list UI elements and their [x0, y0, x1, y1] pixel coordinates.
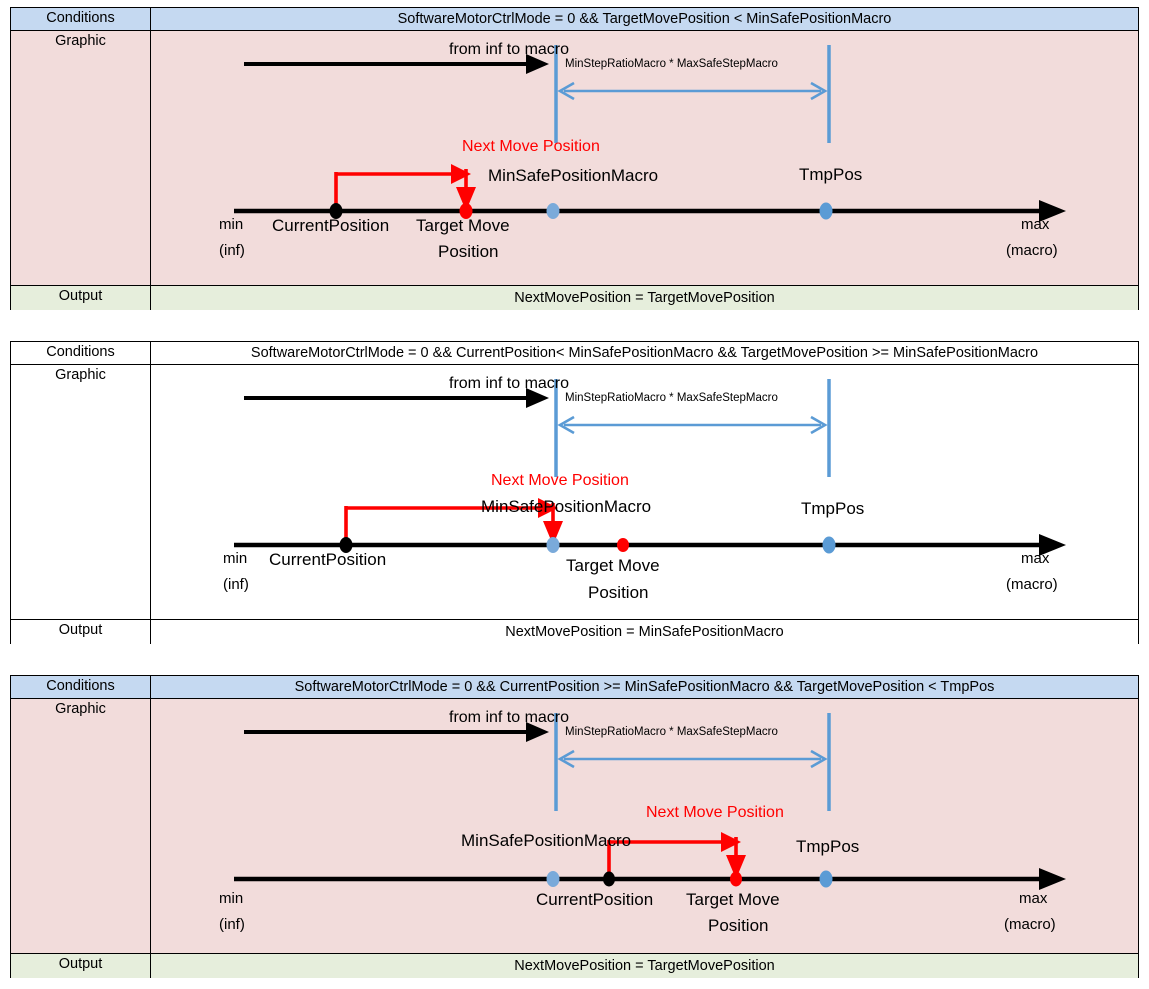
tmp-pos-label: TmpPos: [801, 499, 865, 518]
panel-3-conditions-label: Conditions: [11, 676, 151, 698]
panel-2-graphic-canvas: from inf to macro MinStepRatioMacro * Ma…: [151, 365, 1138, 619]
panel-2-conditions-row: Conditions SoftwareMotorCtrlMode = 0 && …: [11, 342, 1138, 365]
target-move-label-l2: Position: [708, 916, 769, 935]
panel-1-graphic-label: Graphic: [11, 31, 151, 285]
axis-max-label: max: [1021, 550, 1050, 567]
panel-2-graphic-svg: [234, 379, 1066, 556]
panel-3-graphic-row: Graphic: [11, 699, 1138, 954]
panel-3-graphic-svg: [234, 713, 1066, 890]
step-range-label: MinStepRatioMacro * MaxSafeStepMacro: [565, 392, 778, 404]
min-safe-position-macro-label: MinSafePositionMacro: [461, 831, 632, 850]
panel-2-condition-text: SoftwareMotorCtrlMode = 0 && CurrentPosi…: [151, 342, 1138, 364]
panel-3-conditions-row: Conditions SoftwareMotorCtrlMode = 0 && …: [11, 676, 1138, 699]
next-move-arrow-icon: [334, 164, 476, 211]
min-safe-position-macro-label: MinSafePositionMacro: [488, 166, 659, 185]
dot-min-safe-position-macro: [546, 871, 560, 887]
panel-2: Conditions SoftwareMotorCtrlMode = 0 && …: [10, 341, 1139, 644]
dot-target-move-position: [730, 871, 742, 887]
axis-max-sub-label: (macro): [1004, 916, 1056, 933]
axis-max-label: max: [1021, 216, 1050, 233]
axis-min-label: min: [219, 890, 244, 907]
next-move-position-label: Next Move Position: [491, 472, 629, 489]
panel-1: Conditions SoftwareMotorCtrlMode = 0 && …: [10, 7, 1139, 310]
panel-1-graphic-row: Graphic: [11, 31, 1138, 286]
number-line-axis: [234, 200, 1066, 222]
panel-1-conditions-row: Conditions SoftwareMotorCtrlMode = 0 && …: [11, 8, 1138, 31]
target-move-label-l1: Target Move: [416, 216, 510, 235]
dot-target-move-position: [459, 203, 473, 219]
panel-2-graphic-label: Graphic: [11, 365, 151, 619]
dot-current-position: [329, 203, 343, 219]
panel-2-output-row: Output NextMovePosition = MinSafePositio…: [11, 620, 1138, 644]
panel-1-condition-text: SoftwareMotorCtrlMode = 0 && TargetMoveP…: [151, 8, 1138, 30]
dot-tmp-pos: [819, 870, 833, 888]
axis-min-sub-label: (inf): [223, 576, 249, 593]
panel-1-graphic-svg: [234, 45, 1066, 222]
panel-2-conditions-label: Conditions: [11, 342, 151, 364]
panel-2-output-label: Output: [11, 620, 151, 644]
panel-3-output-row: Output NextMovePosition = TargetMovePosi…: [11, 954, 1138, 978]
panel-3-graphic-canvas: from inf to macro MinStepRatioMacro * Ma…: [151, 699, 1138, 953]
dot-tmp-pos: [819, 202, 833, 220]
panel-3-graphic-label: Graphic: [11, 699, 151, 953]
panel-3-condition-text: SoftwareMotorCtrlMode = 0 && CurrentPosi…: [151, 676, 1138, 698]
panel-3: Conditions SoftwareMotorCtrlMode = 0 && …: [10, 675, 1139, 978]
number-line-axis: [234, 868, 1066, 890]
panel-3-output-label: Output: [11, 954, 151, 978]
step-range-label: MinStepRatioMacro * MaxSafeStepMacro: [565, 58, 778, 70]
current-position-label: CurrentPosition: [269, 550, 387, 569]
panel-2-output-text: NextMovePosition = MinSafePositionMacro: [151, 620, 1138, 644]
panel-1-output-row: Output NextMovePosition = TargetMovePosi…: [11, 286, 1138, 310]
flow-arrow-label: from inf to macro: [449, 375, 570, 392]
current-position-label: CurrentPosition: [536, 890, 654, 909]
dot-target-move-position: [617, 538, 629, 552]
number-line-axis: [234, 534, 1066, 556]
dot-tmp-pos: [822, 536, 836, 554]
target-move-label-l2: Position: [438, 242, 499, 261]
panel-3-output-text: NextMovePosition = TargetMovePosition: [151, 954, 1138, 978]
axis-max-sub-label: (macro): [1006, 576, 1058, 593]
panel-2-graphic-row: Graphic: [11, 365, 1138, 620]
dot-min-safe-position-macro: [546, 203, 560, 219]
step-range-bracket-icon: [554, 45, 831, 143]
target-move-label-l1: Target Move: [566, 556, 660, 575]
tmp-pos-label: TmpPos: [796, 837, 860, 856]
dot-current-position: [603, 871, 615, 887]
dot-current-position: [339, 537, 353, 553]
next-move-position-label: Next Move Position: [646, 804, 784, 821]
axis-min-sub-label: (inf): [219, 242, 245, 259]
next-move-arrow-icon: [344, 498, 563, 545]
step-range-bracket-icon: [554, 713, 831, 811]
panel-1-output-text: NextMovePosition = TargetMovePosition: [151, 286, 1138, 310]
next-move-position-label: Next Move Position: [462, 138, 600, 155]
dot-min-safe-position-macro: [546, 537, 560, 553]
flow-arrow-label: from inf to macro: [449, 709, 570, 726]
axis-max-label: max: [1019, 890, 1048, 907]
tmp-pos-label: TmpPos: [799, 165, 863, 184]
flow-arrow-icon: [244, 54, 549, 74]
step-range-label: MinStepRatioMacro * MaxSafeStepMacro: [565, 726, 778, 738]
target-move-label-l2: Position: [588, 583, 649, 602]
axis-min-sub-label: (inf): [219, 916, 245, 933]
axis-max-sub-label: (macro): [1006, 242, 1058, 259]
axis-min-label: min: [223, 550, 248, 567]
target-move-label-l1: Target Move: [686, 890, 780, 909]
current-position-label: CurrentPosition: [272, 216, 390, 235]
flow-arrow-label: from inf to macro: [449, 41, 570, 58]
panel-1-output-label: Output: [11, 286, 151, 310]
panel-1-conditions-label: Conditions: [11, 8, 151, 30]
min-safe-position-macro-label: MinSafePositionMacro: [481, 497, 652, 516]
flow-arrow-icon: [244, 388, 549, 408]
axis-min-label: min: [219, 216, 244, 233]
flow-arrow-icon: [244, 722, 549, 742]
panel-1-graphic-canvas: from inf to macro MinStepRatioMacro * Ma…: [151, 31, 1138, 285]
step-range-bracket-icon: [554, 379, 831, 477]
